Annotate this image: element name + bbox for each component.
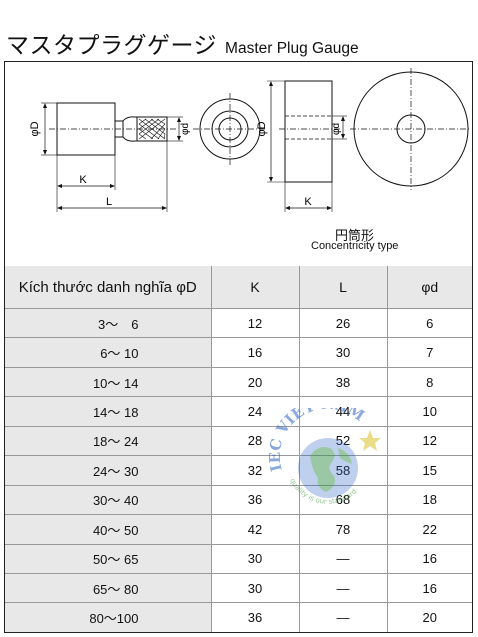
cell-size: 65〜 80 xyxy=(5,572,212,604)
cell-phi-d: 7 xyxy=(386,337,472,368)
label-k-right: K xyxy=(304,196,312,208)
cell-k: 28 xyxy=(210,425,300,457)
cell-phi-d: 16 xyxy=(386,543,472,574)
concentric-caption-jp: 円筒形 xyxy=(335,229,375,244)
header-k: K xyxy=(210,266,300,309)
cell-size: 80〜100 xyxy=(5,602,212,632)
cell-l: — xyxy=(298,572,388,604)
cell-k: 42 xyxy=(210,514,300,545)
cell-l: 78 xyxy=(298,514,388,545)
cell-phi-d: 22 xyxy=(386,514,472,545)
cell-l: 68 xyxy=(298,484,388,516)
label-phi-d-small-concentric: φd xyxy=(331,123,342,135)
cell-k: 20 xyxy=(210,366,300,398)
cell-k: 36 xyxy=(210,602,300,632)
cell-size: 24〜 30 xyxy=(5,455,212,486)
header-l: L xyxy=(298,266,388,309)
plug-gauge-drawing-svg: φD φd K L xyxy=(29,68,471,212)
spec-frame: φD φd K L xyxy=(4,61,473,633)
cell-size: 6〜 10 xyxy=(5,337,212,368)
cell-k: 32 xyxy=(210,455,300,486)
cell-l: 58 xyxy=(298,455,388,486)
cell-size: 10〜 14 xyxy=(5,366,212,398)
concentric-caption-en: Concentricity type xyxy=(311,240,399,252)
cell-l: 38 xyxy=(298,366,388,398)
concentric-side-view xyxy=(267,80,347,212)
cell-k: 30 xyxy=(210,543,300,574)
cell-size: 18〜 24 xyxy=(5,425,212,457)
cell-k: 24 xyxy=(210,396,300,427)
cell-size: 50〜 65 xyxy=(5,543,212,574)
cell-phi-d: 16 xyxy=(386,572,472,604)
label-phi-d-small: φd xyxy=(180,123,191,135)
cell-phi-d: 15 xyxy=(386,455,472,486)
title-japanese: マスタプラグゲージ xyxy=(6,33,218,59)
cell-size: 3〜 6 xyxy=(5,307,212,339)
cell-size: 30〜 40 xyxy=(5,484,212,516)
header-size: Kích thước danh nghĩa φD xyxy=(5,266,212,309)
label-k-left: K xyxy=(79,174,87,186)
title-english: Master Plug Gauge xyxy=(225,40,359,57)
cell-phi-d: 20 xyxy=(386,602,472,632)
label-phi-d-large: φD xyxy=(29,121,41,136)
cell-k: 36 xyxy=(210,484,300,516)
cell-phi-d: 8 xyxy=(386,366,472,398)
cell-k: 16 xyxy=(210,337,300,368)
cell-l: — xyxy=(298,543,388,574)
table-header-row: Kích thước danh nghĩa φD K L φd xyxy=(5,266,472,309)
label-l: L xyxy=(106,196,112,208)
cell-phi-d: 10 xyxy=(386,396,472,427)
cell-phi-d: 12 xyxy=(386,425,472,457)
technical-drawing: φD φd K L xyxy=(5,62,472,267)
cell-k: 30 xyxy=(210,572,300,604)
cell-size: 40〜 50 xyxy=(5,514,212,545)
plug-gauge-side-view xyxy=(41,102,183,212)
page-title: マスタプラグゲージ Master Plug Gauge xyxy=(6,26,359,59)
cell-l: 30 xyxy=(298,337,388,368)
concentric-end-view xyxy=(350,68,471,190)
cell-size: 14〜 18 xyxy=(5,396,212,427)
label-phi-d-large-concentric: φD xyxy=(256,121,268,136)
cell-l: 52 xyxy=(298,425,388,457)
header-phi-d: φd xyxy=(386,266,472,309)
cell-phi-d: 18 xyxy=(386,484,472,516)
plug-gauge-end-view xyxy=(193,93,267,165)
cell-l: — xyxy=(298,602,388,632)
cell-k: 12 xyxy=(210,307,300,339)
cell-l: 44 xyxy=(298,396,388,427)
cell-l: 26 xyxy=(298,307,388,339)
cell-phi-d: 6 xyxy=(386,307,472,339)
